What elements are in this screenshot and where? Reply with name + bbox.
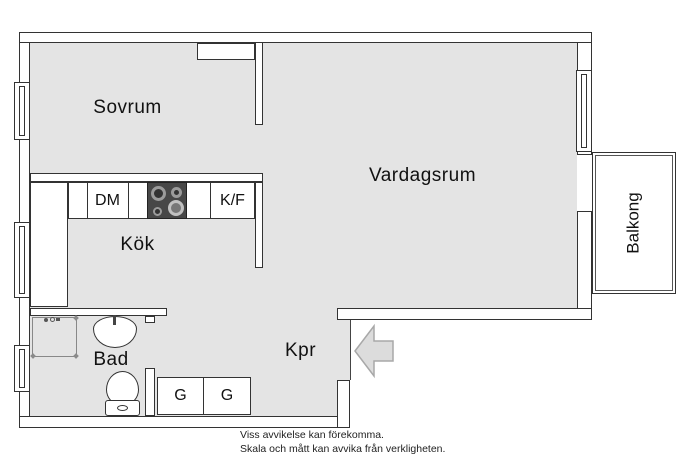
- wall-entry-side: [337, 380, 350, 428]
- balcony: Balkong: [592, 152, 676, 294]
- bathroom-label: Bad: [93, 349, 129, 370]
- living-room-floor: [263, 43, 577, 308]
- kitchen-doorway-floor: [255, 268, 337, 312]
- wall-bedroom-kitchen: [30, 173, 263, 182]
- fridge-freezer-label: K/F: [220, 191, 245, 209]
- wall-bottom: [19, 416, 350, 428]
- wall-bathroom-north: [30, 308, 167, 316]
- burner-icon: [168, 200, 184, 216]
- balcony-inner-rail: [595, 155, 673, 291]
- toilet-icon: [105, 371, 140, 416]
- fridge-freezer-cell: K/F: [210, 182, 255, 219]
- entry-doorway-edge: [350, 320, 351, 380]
- kitchen-counter-column: [30, 182, 68, 307]
- wall-bedroom-living: [255, 32, 263, 125]
- bedroom-floor: [30, 43, 255, 173]
- window-icon: [576, 70, 592, 152]
- shower-area-icon: [30, 315, 79, 359]
- burner-icon: [171, 187, 182, 198]
- kitchen-label: Kök: [120, 234, 155, 255]
- window-icon: [14, 345, 30, 392]
- wardrobe-cell: G: [157, 377, 204, 415]
- wardrobe-label: G: [174, 387, 187, 404]
- dishwasher-label: DM: [95, 191, 120, 209]
- wall-kitchen-living: [255, 182, 263, 268]
- window-icon: [14, 222, 30, 298]
- wall-bathroom-jamb: [145, 316, 155, 323]
- burner-icon: [153, 207, 162, 216]
- wall-living-bottom: [337, 308, 592, 320]
- entry-arrow-icon: [354, 323, 394, 379]
- wall-right-lower: [577, 211, 592, 320]
- window-icon: [14, 82, 30, 140]
- toilet-button: [117, 405, 128, 411]
- disclaimer-line-2: Skala och mått kan avvika från verklighe…: [240, 443, 446, 455]
- balcony-label: Balkong: [624, 192, 643, 254]
- living-room-label: Vardagsrum: [368, 165, 477, 186]
- wall-top: [19, 32, 592, 43]
- wall-bathroom-right: [145, 368, 155, 416]
- burner-icon: [151, 186, 166, 201]
- bedroom-label: Sovrum: [93, 97, 162, 118]
- hallway-label: Kpr: [284, 340, 317, 361]
- bedroom-doorway-floor: [255, 125, 263, 173]
- mixer-tap-icon: [44, 316, 60, 323]
- disclaimer-line-1: Viss avvikelse kan förekomma.: [240, 429, 384, 441]
- wardrobe-label: G: [220, 387, 234, 404]
- wardrobe-cell: G: [203, 377, 251, 415]
- wall-top-notch: [197, 43, 255, 60]
- dishwasher-cell: DM: [87, 182, 128, 219]
- sink-faucet-icon: [113, 315, 116, 325]
- stove-icon: [147, 182, 187, 219]
